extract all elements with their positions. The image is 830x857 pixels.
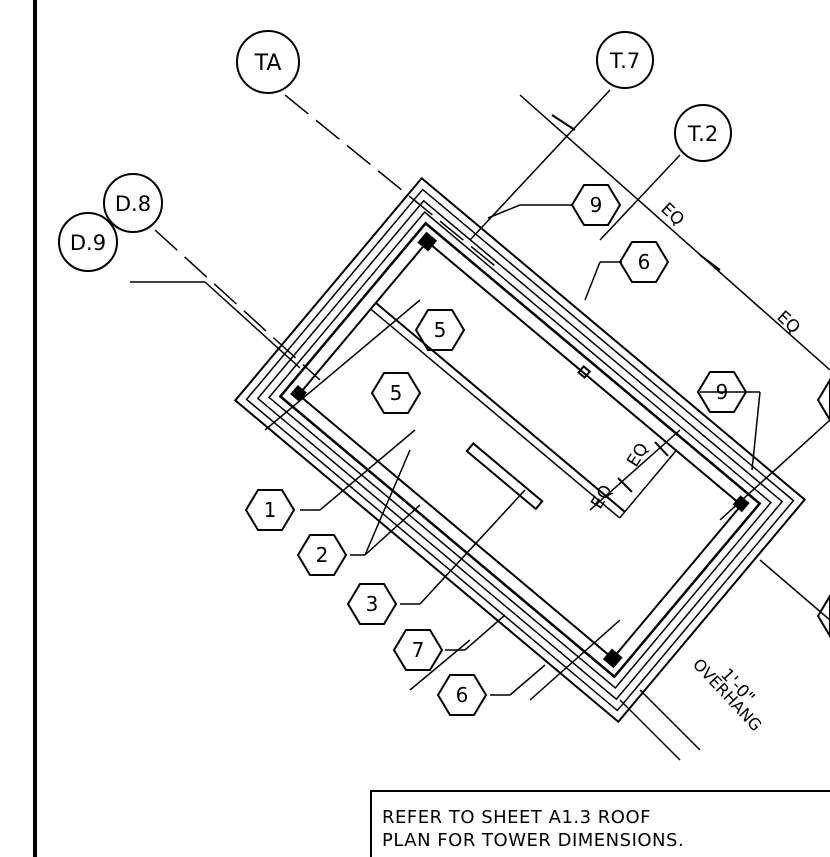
- extension-line-2: [409, 639, 471, 691]
- keynote-tag-6-bottom: 6: [436, 674, 488, 716]
- tower-inner-wall: [297, 240, 743, 660]
- leader-3-b: [419, 489, 526, 605]
- svg-text:D.9: D.9: [70, 231, 106, 255]
- overhang-outline-2: [245, 188, 795, 712]
- svg-text:T.2: T.2: [687, 122, 718, 146]
- svg-text:1: 1: [264, 498, 277, 522]
- keynote-tag-partial-upper: [816, 378, 830, 422]
- svg-text:D.8: D.8: [115, 192, 151, 216]
- dim-tick-1: [551, 114, 576, 131]
- grid-line-d8: [154, 229, 321, 381]
- dim-tick-3: [617, 477, 633, 493]
- extension-line-6: [759, 559, 830, 621]
- extension-line-4: [619, 699, 681, 761]
- dimension-line-top: [519, 94, 830, 371]
- corner-column-tl: [417, 231, 438, 252]
- grid-bubble-t7: T.7: [596, 31, 654, 89]
- dimension-eq-2: EQ: [773, 307, 804, 338]
- svg-text:9: 9: [590, 193, 603, 217]
- dimension-eq-4: EQ: [623, 440, 653, 471]
- leader-1-b: [319, 429, 416, 511]
- tower-wall-outline: [278, 221, 762, 679]
- overhang-outline-1: [233, 176, 807, 724]
- svg-text:3: 3: [366, 592, 379, 616]
- keynote-tag-3: 3: [346, 583, 398, 625]
- keynote-tag-2: 2: [296, 534, 348, 576]
- dim-tick-4: [654, 441, 669, 457]
- overhang-outline-4: [268, 210, 772, 690]
- grid-line-t2: [599, 154, 681, 241]
- leader-9-top-b: [487, 204, 521, 219]
- grid-line-t7: [469, 89, 611, 241]
- svg-text:5: 5: [390, 381, 403, 405]
- grid-bubble-t2: T.2: [674, 104, 732, 162]
- keynote-tag-5-upper: 5: [414, 309, 466, 351]
- grid-bubble-d9: D.9: [58, 212, 118, 272]
- svg-text:TA: TA: [254, 51, 282, 76]
- svg-text:9: 9: [716, 380, 729, 404]
- partition-end: [619, 450, 677, 519]
- leader-9-right-b: [751, 391, 761, 471]
- keynote-tag-6-top: 6: [618, 241, 670, 283]
- grid-line-ta: [284, 94, 501, 271]
- leader-6-top-b: [584, 261, 601, 301]
- corner-column-br: [602, 648, 623, 669]
- keynote-tag-5-lower: 5: [370, 372, 422, 414]
- keynote-tag-7: 7: [392, 629, 444, 671]
- extension-line-7: [719, 419, 830, 521]
- leader-2-c: [364, 504, 421, 556]
- grid-bubble-d8: D.8: [103, 173, 163, 233]
- svg-text:6: 6: [638, 250, 651, 274]
- note-line-2: PLAN FOR TOWER DIMENSIONS.: [382, 830, 685, 851]
- mid-column: [577, 364, 592, 380]
- leader-7-b: [464, 614, 506, 651]
- svg-text:6: 6: [456, 683, 469, 707]
- note-box: REFER TO SHEET A1.3 ROOF PLAN FOR TOWER …: [370, 790, 830, 857]
- corner-column-tr: [732, 495, 750, 513]
- dimension-line-mid: [589, 429, 681, 511]
- grid-bubble-ta: TA: [236, 30, 300, 94]
- partition-line: [375, 302, 626, 513]
- extension-line-5: [639, 689, 701, 751]
- dim-tick-2: [699, 254, 721, 271]
- svg-text:5: 5: [434, 318, 447, 342]
- keynote-tag-9-right: 9: [696, 371, 748, 413]
- partition-line-2: [370, 308, 621, 519]
- note-line-1: REFER TO SHEET A1.3 ROOF: [382, 807, 652, 828]
- extension-line-1: [264, 299, 421, 431]
- roof-hatch: [465, 442, 544, 511]
- keynote-tag-partial-lower: [816, 594, 830, 638]
- svg-text:2: 2: [316, 543, 329, 567]
- keynote-tag-1: 1: [244, 489, 296, 531]
- extension-line-3: [529, 619, 621, 701]
- overhang-outline-3: [256, 199, 784, 701]
- keynote-tag-9-top: 9: [570, 184, 622, 226]
- dimension-eq-1: EQ: [657, 199, 688, 230]
- leader-2-b: [364, 449, 411, 556]
- leader-6-bottom-b: [509, 664, 546, 696]
- svg-text:T.7: T.7: [609, 49, 640, 73]
- tower-roof-plan: [233, 176, 807, 724]
- grid-line-d9: [204, 281, 301, 369]
- svg-text:7: 7: [412, 638, 425, 662]
